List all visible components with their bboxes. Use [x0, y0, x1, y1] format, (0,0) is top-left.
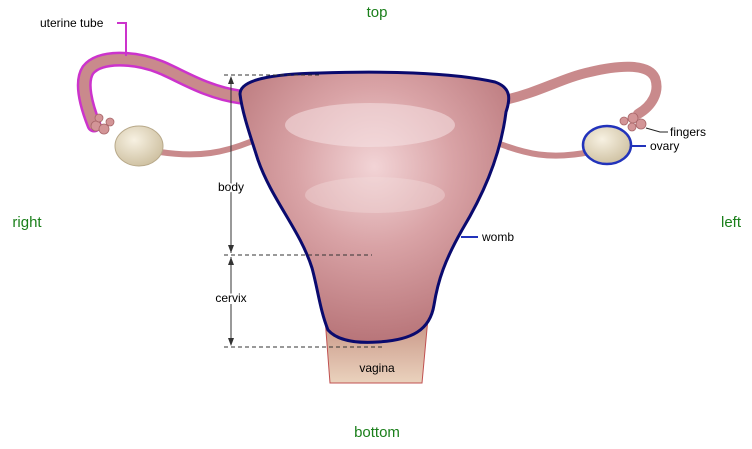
womb-highlight-lower — [305, 177, 445, 213]
ovary-left — [583, 126, 631, 164]
fingers-label: fingers — [670, 125, 706, 139]
ovarian-ligament-left — [495, 142, 590, 156]
direction-left-label: left — [721, 214, 742, 231]
womb-label: womb — [481, 230, 514, 244]
cervix-label: cervix — [215, 291, 246, 305]
direction-top-label: top — [367, 4, 388, 21]
ovarian-ligament-right — [160, 142, 250, 154]
uterine-tube-leader — [117, 23, 126, 56]
uterine-tube-right — [84, 59, 240, 125]
direction-right-label: right — [12, 214, 42, 231]
womb-highlight — [285, 103, 455, 147]
body-label: body — [218, 180, 244, 194]
uterine-tube-label: uterine tube — [40, 16, 104, 30]
ovary-right — [115, 126, 163, 166]
direction-bottom-label: bottom — [354, 424, 400, 441]
vagina-label: vagina — [359, 361, 395, 375]
fingers-leader — [646, 128, 668, 132]
ovary-label: ovary — [650, 139, 679, 153]
uterine-tube-left — [505, 67, 656, 114]
